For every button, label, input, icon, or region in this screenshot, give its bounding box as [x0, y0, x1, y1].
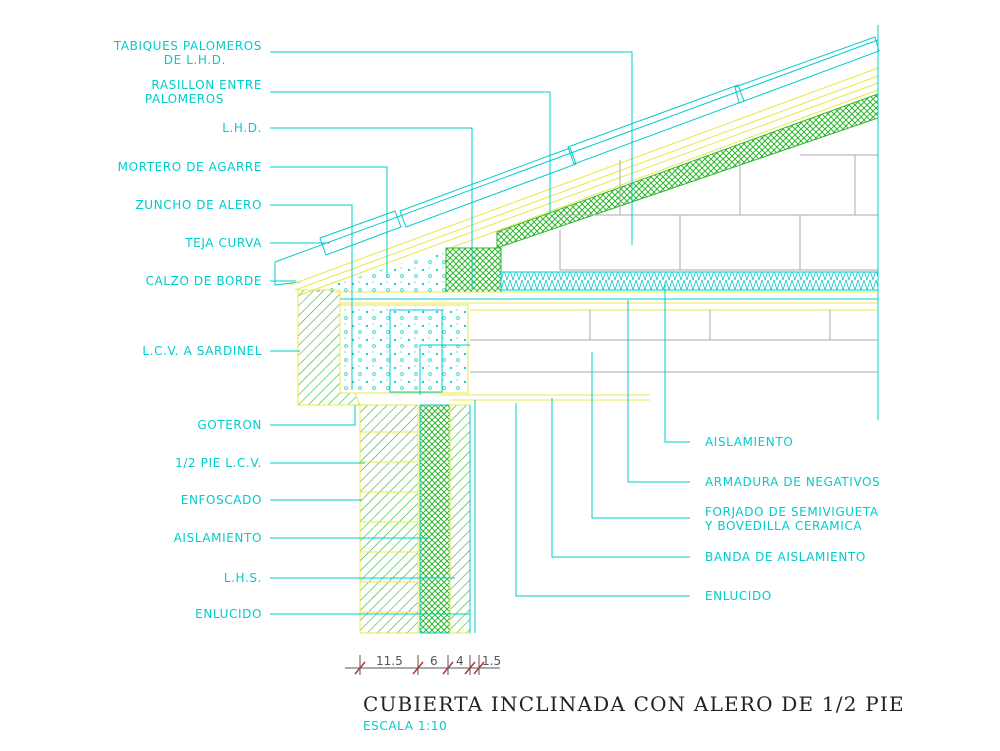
label-aislamiento-right: AISLAMIENTO	[705, 435, 793, 449]
label-banda-de-aislamiento: BANDA DE AISLAMIENTO	[705, 550, 866, 564]
label-lcv-a-sardinel: L.C.V. A SARDINEL	[142, 344, 262, 358]
label-lhd: L.H.D.	[222, 121, 262, 135]
label-forjado-2: Y BOVEDILLA CERAMICA	[704, 519, 862, 533]
sardinel-brick	[297, 289, 361, 406]
wall-insulation	[419, 404, 451, 634]
labels-left: TABIQUES PALOMEROS DE L.H.D. RASILLON EN…	[113, 39, 262, 621]
label-zuncho-de-alero: ZUNCHO DE ALERO	[135, 198, 262, 212]
drawing-scale: ESCALA 1:10	[363, 719, 447, 733]
label-enfoscado: ENFOSCADO	[181, 493, 262, 507]
label-calzo-de-borde: CALZO DE BORDE	[146, 274, 262, 288]
insulation-layer	[500, 271, 879, 291]
label-rasillon: RASILLON ENTRE	[151, 78, 262, 92]
calzo-de-borde	[445, 247, 502, 293]
rasillon-board	[496, 93, 879, 249]
leaders-right	[515, 282, 690, 597]
labels-right: AISLAMIENTO ARMADURA DE NEGATIVOS FORJAD…	[704, 435, 880, 603]
leaders-left	[270, 51, 633, 615]
label-enlucido-left: ENLUCIDO	[195, 607, 262, 621]
label-mortero-de-agarre: MORTERO DE AGARRE	[118, 160, 262, 174]
dim-11-5: 11.5	[376, 654, 403, 668]
palomero-bricks	[559, 25, 879, 420]
roof-assembly	[274, 36, 880, 296]
label-tabiques-palomeros: TABIQUES PALOMEROS	[113, 39, 262, 53]
slab	[335, 291, 878, 401]
drawing-title: CUBIERTA INCLINADA CON ALERO DE 1/2 PIE	[363, 692, 905, 716]
label-lhs: L.H.S.	[224, 571, 262, 585]
dim-6: 6	[430, 654, 438, 668]
label-aislamiento-left: AISLAMIENTO	[174, 531, 262, 545]
label-enlucido-right: ENLUCIDO	[705, 589, 772, 603]
label-teja-curva: TEJA CURVA	[184, 236, 262, 250]
label-rasillon-2: PALOMEROS	[145, 92, 224, 106]
label-goteron: GOTERON	[197, 418, 262, 432]
half-foot-brick-wall	[359, 404, 419, 634]
dim-1-5: 1.5	[482, 654, 501, 668]
wall	[297, 289, 476, 634]
label-tabiques-palomeros-2: DE L.H.D.	[164, 53, 226, 67]
lhs-brick	[449, 404, 471, 634]
label-armadura-de-negativos: ARMADURA DE NEGATIVOS	[705, 475, 880, 489]
label-half-foot-lcv: 1/2 PIE L.C.V.	[175, 456, 262, 470]
dimension-line: 11.5 6 4 1.5	[345, 654, 501, 675]
dim-4: 4	[456, 654, 464, 668]
label-forjado: FORJADO DE SEMIVIGUETA	[705, 505, 879, 519]
